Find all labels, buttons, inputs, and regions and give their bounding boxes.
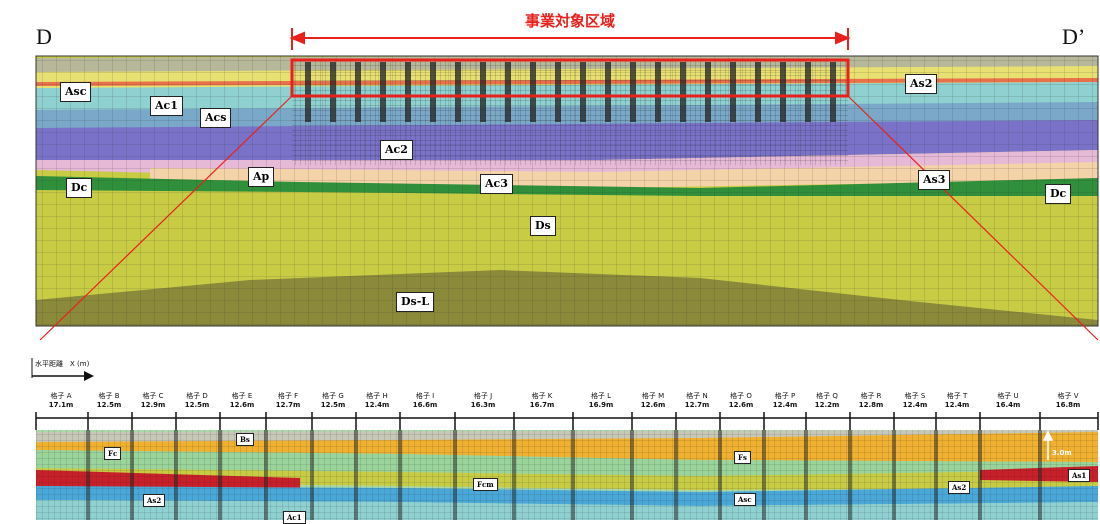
grid-cell-O-name: 格子 O (730, 392, 752, 400)
grid-cell-C-width: 12.9m (140, 401, 166, 409)
grid-cell-I-width: 16.6m (412, 401, 438, 409)
detail-label-depth: 3.0m (1052, 449, 1072, 457)
grid-cell-J-width: 16.3m (470, 401, 496, 409)
project-area-title: 事業対象区域 (524, 12, 615, 30)
grid-cell-F-width: 12.7m (275, 401, 301, 409)
project-area-arrow (289, 28, 851, 50)
grid-cell-A-width: 17.1m (48, 401, 74, 409)
grid-cell-J-name: 格子 J (473, 392, 493, 400)
grid-cell-H-name: 格子 H (366, 392, 388, 400)
detail-label-as2-right: As2 (948, 481, 971, 494)
layer-label-ac2: Ac2 (380, 140, 413, 160)
grid-cell-N-width: 12.7m (684, 401, 710, 409)
grid-cell-S-name: 格子 S (904, 392, 926, 400)
grid-cell-M-width: 12.6m (640, 401, 666, 409)
grid-cell-U-width: 16.4m (995, 401, 1021, 409)
grid-cell-C-name: 格子 C (142, 392, 164, 400)
grid-cell-V-width: 16.8m (1055, 401, 1081, 409)
layer-label-dc-right: Dc (1045, 184, 1072, 204)
layer-label-dc-left: Dc (66, 178, 93, 198)
detail-label-as1: As1 (1068, 469, 1091, 482)
grid-cell-G-name: 格子 G (322, 392, 344, 400)
projection-line-left (39, 95, 293, 340)
grid-cell-R-width: 12.8m (858, 401, 884, 409)
project-area-box (290, 58, 850, 98)
detail-label-bs: Bs (236, 433, 254, 446)
grid-cell-B-name: 格子 B (98, 392, 120, 400)
grid-cell-T-width: 12.4m (944, 401, 970, 409)
detail-grid-columns (86, 430, 1042, 520)
grid-cell-P-width: 12.4m (772, 401, 798, 409)
grid-cell-B-width: 12.5m (96, 401, 122, 409)
grid-cell-I-name: 格子 I (415, 392, 435, 400)
grid-cell-A-name: 格子 A (50, 392, 72, 400)
grid-cell-Q-width: 12.2m (814, 401, 840, 409)
grid-cell-T-name: 格子 T (946, 392, 968, 400)
grid-dimension-arrows (35, 412, 1099, 430)
layer-label-acs: Acs (200, 108, 232, 128)
detail-model (35, 412, 1099, 520)
projection-line-right (847, 95, 1099, 340)
grid-cell-K-name: 格子 K (531, 392, 553, 400)
layer-label-as3: As3 (918, 170, 951, 190)
section-start-label: D (36, 24, 52, 49)
grid-cell-F-name: 格子 F (277, 392, 299, 400)
layer-label-ac1: Ac1 (150, 96, 183, 116)
grid-cell-L-width: 16.9m (588, 401, 614, 409)
detail-label-fcm: Fcm (473, 478, 498, 491)
grid-cell-D-name: 格子 D (186, 392, 208, 400)
detail-label-fs: Fs (734, 451, 751, 464)
horizontal-axis-arrow (31, 358, 94, 381)
layer-label-asc: Asc (60, 82, 92, 102)
grid-cell-V-name: 格子 V (1057, 392, 1079, 400)
geologic-cross-section (35, 28, 1099, 340)
grid-cell-Q-name: 格子 Q (816, 392, 838, 400)
grid-cell-S-width: 12.4m (902, 401, 928, 409)
detail-label-as2-left: As2 (143, 494, 166, 507)
depth-arrow (1042, 430, 1054, 460)
grid-cell-U-name: 格子 U (997, 392, 1019, 400)
detail-label-asc: Asc (734, 493, 756, 506)
grid-cell-L-name: 格子 L (590, 392, 612, 400)
horizontal-axis-label: 水平距離 X (m) (35, 360, 90, 368)
layer-label-ds-l: Ds-L (396, 292, 435, 312)
detail-label-ac1: Ac1 (283, 511, 306, 524)
layer-label-as2: As2 (905, 74, 938, 94)
layer-label-ac3: Ac3 (480, 174, 513, 194)
grid-cell-D-width: 12.5m (184, 401, 210, 409)
layer-label-ap: Ap (248, 167, 275, 187)
grid-cell-K-width: 16.7m (529, 401, 555, 409)
grid-cell-R-name: 格子 R (860, 392, 882, 400)
grid-cell-P-name: 格子 P (774, 392, 796, 400)
grid-cell-E-width: 12.6m (229, 401, 255, 409)
detail-label-fc: Fc (104, 447, 122, 460)
grid-cell-E-name: 格子 E (231, 392, 253, 400)
grid-cell-N-name: 格子 N (686, 392, 708, 400)
pile-columns (305, 62, 836, 122)
layer-label-ds: Ds (530, 216, 556, 236)
grid-cell-O-width: 12.6m (728, 401, 754, 409)
grid-cell-M-name: 格子 M (641, 392, 665, 400)
section-end-label: D’ (1062, 24, 1086, 49)
grid-cell-H-width: 12.4m (364, 401, 390, 409)
grid-cell-G-width: 12.5m (320, 401, 346, 409)
